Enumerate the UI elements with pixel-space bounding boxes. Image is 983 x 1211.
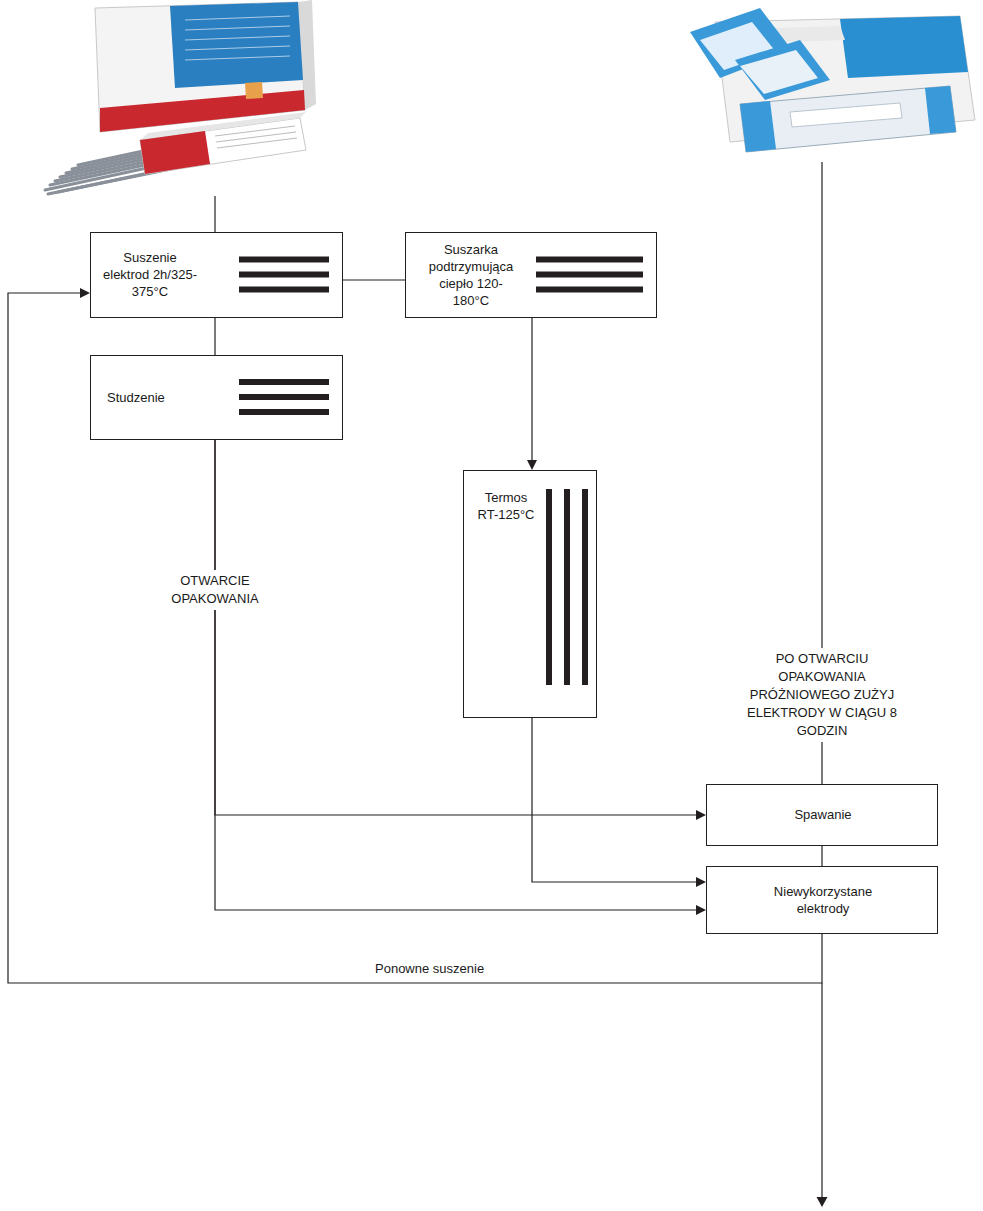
bar [239, 257, 329, 263]
bar [239, 272, 329, 278]
process-box: Spawanie [706, 784, 938, 846]
arrowhead [696, 877, 706, 887]
bar [239, 409, 329, 415]
process-box: Suszenie elektrod 2h/325-375°C [90, 232, 343, 318]
connector [532, 718, 706, 887]
node-text: Suszarka podtrzymująca ciepło 120-180°C [426, 241, 516, 309]
node-text: Spawanie [723, 806, 923, 823]
connector-line [343, 279, 405, 280]
process-box: Suszarka podtrzymująca ciepło 120-180°C [405, 232, 657, 318]
arrowhead [80, 288, 90, 298]
process-box: Termos RT-125°C [463, 470, 597, 718]
bar [536, 257, 643, 263]
node-text: Studzenie [107, 389, 217, 406]
connector-line [532, 718, 696, 882]
process-box: Niewykorzystane elektrody [706, 866, 938, 934]
bar [239, 394, 329, 400]
connector [215, 440, 706, 915]
arrowhead [696, 905, 706, 915]
connector [215, 440, 706, 820]
note-label: PO OTWARCIU OPAKOWANIA PRÓŻNIOWEGO ZUŻYJ… [744, 648, 900, 742]
connector-line [8, 293, 822, 983]
bar [546, 489, 552, 685]
arrowhead [527, 460, 537, 470]
bar [239, 287, 329, 293]
bar [536, 272, 643, 278]
node-text: Suszenie elektrod 2h/325-375°C [101, 249, 199, 300]
connector-line [214, 318, 215, 355]
arrowhead [696, 810, 706, 820]
vacuum-package-image [690, 8, 975, 152]
connector [822, 846, 823, 866]
node-text: Niewykorzystane elektrody [763, 883, 883, 917]
bar [536, 287, 643, 293]
connector [8, 288, 822, 983]
connector-line [215, 440, 696, 910]
connector-line [821, 846, 822, 866]
connector-line [531, 318, 532, 460]
connector-line [215, 440, 696, 815]
connector [527, 318, 537, 470]
bar [239, 379, 329, 385]
exit-line [821, 983, 822, 1198]
exit-arrowhead [817, 1197, 828, 1207]
process-box: Studzenie [90, 355, 343, 440]
edge-label: OTWARCIE OPAKOWANIA [156, 570, 274, 610]
bar [582, 489, 588, 685]
connector [343, 280, 405, 281]
electrode-package-image [45, 0, 316, 194]
edge-label: Ponowne suszenie [372, 958, 487, 980]
connector [215, 318, 216, 355]
node-text: Termos RT-125°C [473, 489, 539, 523]
bar [564, 489, 570, 685]
image-line [214, 196, 215, 232]
